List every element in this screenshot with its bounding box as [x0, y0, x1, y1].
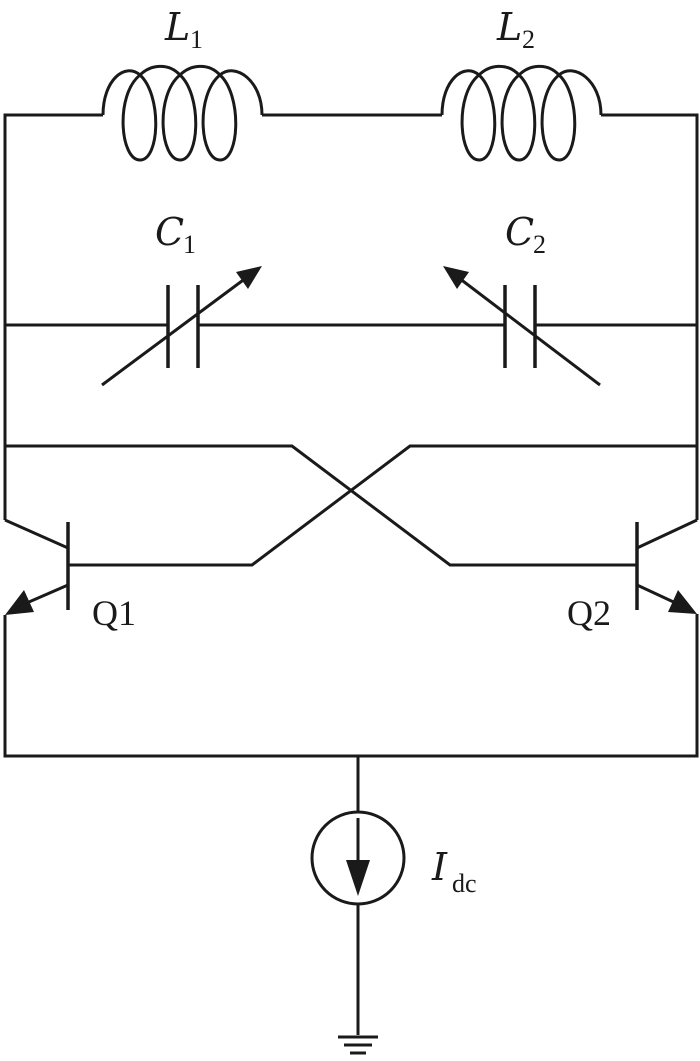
wire-cross-left-collector-to-q2-base — [5, 444, 637, 567]
current-source-arrowhead — [346, 860, 370, 896]
wire-right-rail-top — [601, 113, 699, 520]
q2-label: Q2 — [567, 593, 611, 633]
inductor-l2-coil — [440, 64, 603, 162]
capacitor-c2: C 2 — [443, 210, 601, 387]
c1-variable-arrowhead — [236, 266, 262, 289]
c2-variable-arrow-line — [454, 273, 601, 387]
idc-symbol: I — [431, 845, 448, 889]
capacitor-c1: C 1 — [101, 210, 262, 387]
c1-subscript: 1 — [183, 230, 196, 259]
q1-collector-lead — [4, 518, 69, 550]
q2-emitter-arrowhead — [668, 590, 697, 614]
q1-emitter-arrowhead — [5, 590, 34, 615]
c2-subscript: 2 — [533, 230, 546, 259]
ground-icon — [338, 904, 378, 1055]
inductor-l2: L 2 — [440, 5, 603, 162]
l2-symbol: L — [496, 5, 522, 49]
inductor-l1-coil — [101, 64, 264, 162]
l1-subscript: 1 — [190, 25, 203, 54]
c1-symbol: C — [155, 210, 184, 254]
wire-left-rail-top — [3, 113, 103, 520]
inductor-l1: L 1 — [3, 5, 264, 520]
l2-subscript: 2 — [522, 25, 535, 54]
transistor-q2: Q2 — [567, 518, 698, 633]
q1-emitter-lead — [21, 583, 69, 607]
idc-subscript: dc — [452, 869, 477, 898]
l1-symbol: L — [164, 5, 190, 49]
q1-label: Q1 — [92, 593, 136, 633]
c1-variable-arrow-line — [101, 273, 251, 387]
c2-symbol: C — [505, 210, 534, 254]
wire-cross-right-collector-to-q1-base — [68, 444, 697, 567]
c2-variable-arrowhead — [443, 266, 469, 289]
current-source-idc: I dc — [310, 756, 477, 906]
q2-collector-lead — [636, 518, 698, 550]
wire-emitter-tail — [3, 614, 699, 758]
transistor-q1: Q1 — [4, 518, 136, 633]
